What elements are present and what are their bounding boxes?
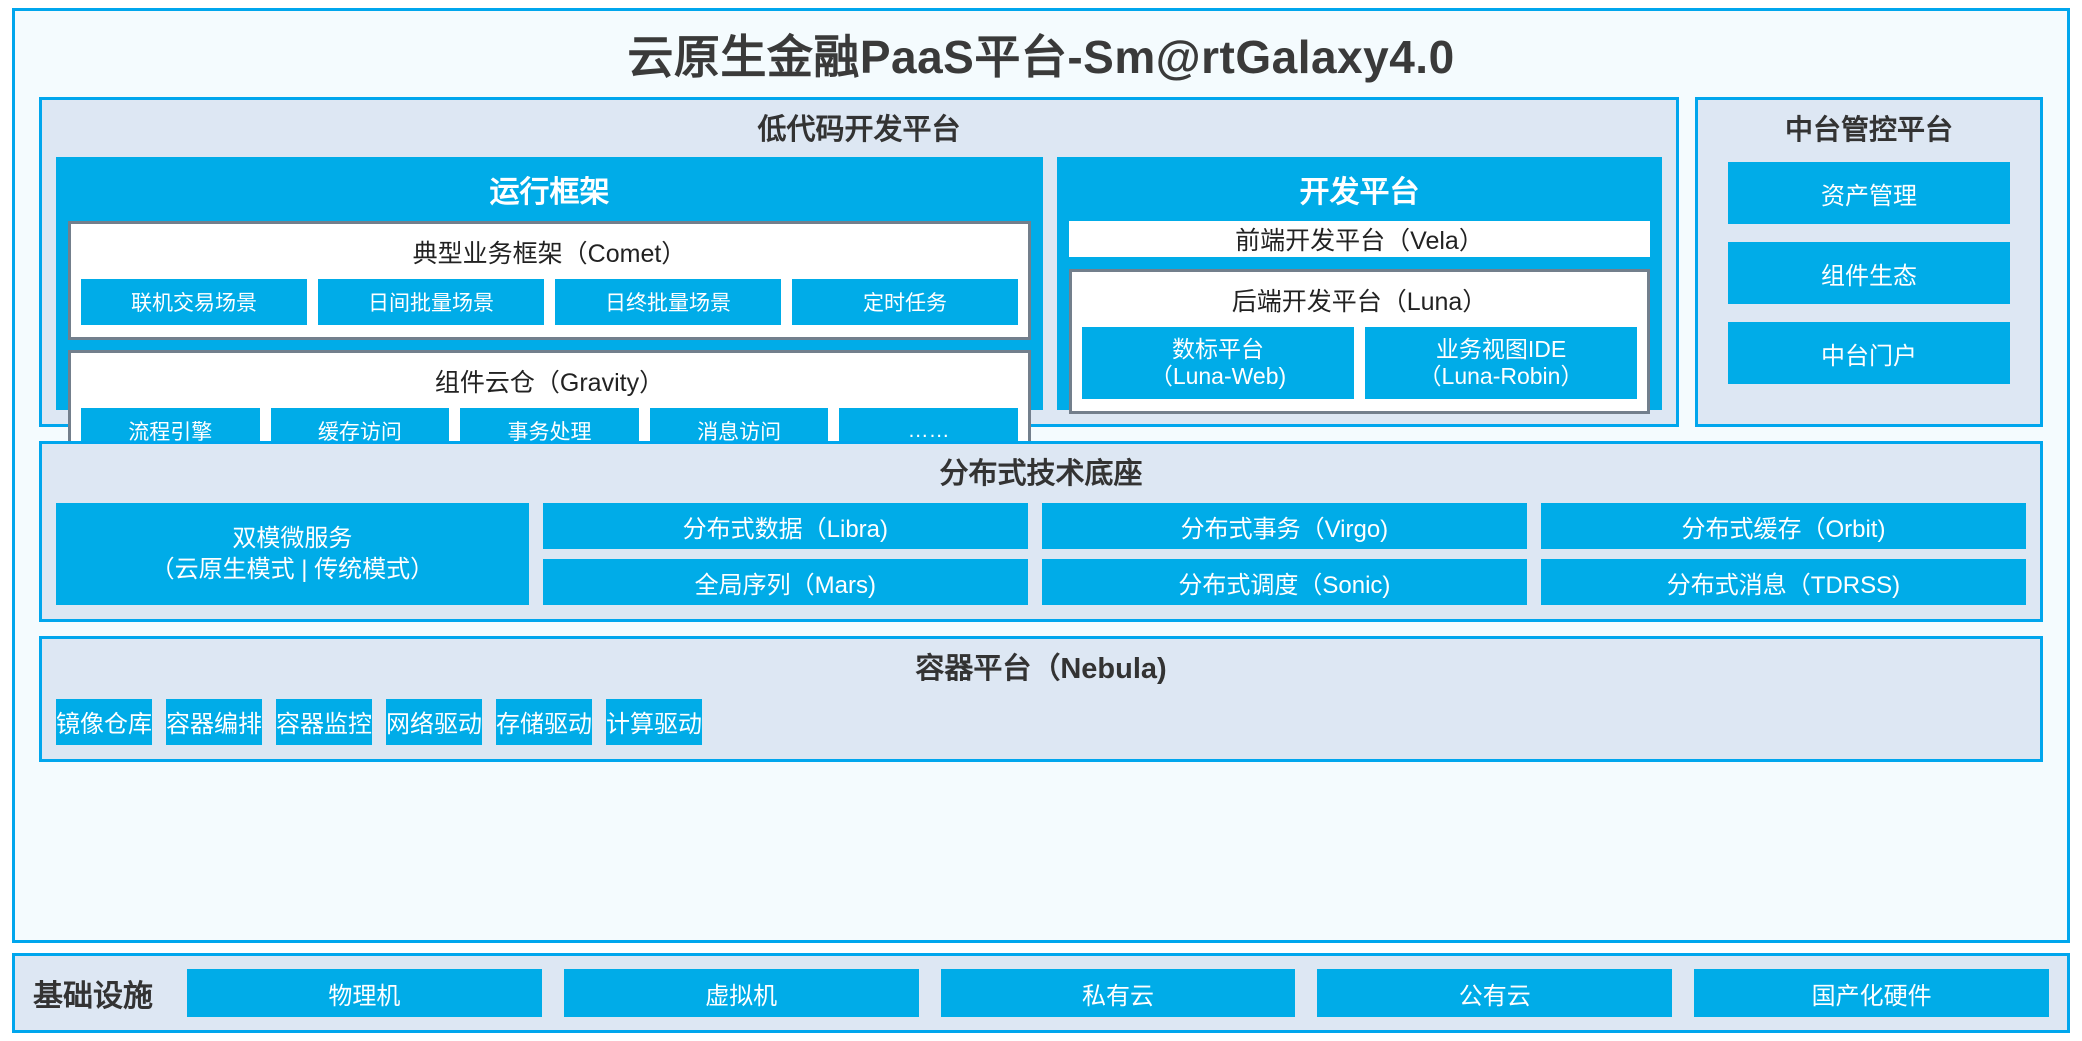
infrastructure-panel: 基础设施 物理机 虚拟机 私有云 公有云 国产化硬件 (12, 953, 2070, 1033)
luna-chip-row: 数标平台 （Luna-Web) 业务视图IDE （Luna-Robin） (1082, 327, 1637, 400)
gravity-group-title: 组件云仓（Gravity） (434, 369, 665, 398)
infra-item-public-cloud[interactable]: 公有云 (1317, 969, 1673, 1017)
lowcode-platform-title: 低代码开发平台 (757, 114, 961, 146)
tile-distributed-cache-orbit[interactable]: 分布式缓存（Orbit) (1540, 503, 2026, 550)
comet-group: 典型业务框架（Comet） 联机交易场景 日间批量场景 日终批量场景 定时任务 (68, 221, 1031, 341)
distributed-base-panel: 分布式技术底座 双模微服务 （云原生模式 | 传统模式） 分布式数据（Libra… (39, 441, 2043, 623)
distributed-base-body: 双模微服务 （云原生模式 | 传统模式） 分布式数据（Libra) 全局序列（M… (56, 501, 2026, 606)
tile-storage-driver[interactable]: 存储驱动 (496, 698, 592, 745)
luna-robin-line2: （Luna-Robin） (1418, 363, 1584, 390)
tile-distributed-scheduling-sonic[interactable]: 分布式调度（Sonic) (1041, 559, 1527, 606)
control-item-portal[interactable]: 中台门户 (1728, 322, 2010, 385)
control-platform-panel: 中台管控平台 资产管理 组件生态 中台门户 (1695, 97, 2043, 427)
infrastructure-items: 物理机 虚拟机 私有云 公有云 国产化硬件 (187, 969, 2049, 1017)
infrastructure-label: 基础设施 (33, 980, 153, 1013)
infra-item-private-cloud[interactable]: 私有云 (940, 969, 1296, 1017)
comet-item-eod-batch[interactable]: 日终批量场景 (555, 279, 781, 326)
infra-item-virtual-machine[interactable]: 虚拟机 (563, 969, 919, 1017)
tile-compute-driver[interactable]: 计算驱动 (606, 698, 702, 745)
distributed-col-microservice: 双模微服务 （云原生模式 | 传统模式） (56, 503, 529, 606)
tile-container-monitoring[interactable]: 容器监控 (276, 698, 372, 745)
container-platform-panel: 容器平台（Nebula) 镜像仓库 容器编排 容器监控 网络驱动 存储驱动 计算… (39, 636, 2043, 762)
distributed-col-1: 分布式数据（Libra) 全局序列（Mars) (542, 503, 1028, 606)
tile-distributed-message-tdrss[interactable]: 分布式消息（TDRSS) (1540, 559, 2026, 606)
tile-distributed-transaction-virgo[interactable]: 分布式事务（Virgo) (1041, 503, 1527, 550)
distributed-col-3: 分布式缓存（Orbit) 分布式消息（TDRSS) (1540, 503, 2026, 606)
dual-mode-line1: 双模微服务 (232, 525, 353, 553)
backend-platform-luna-group: 后端开发平台（Luna） 数标平台 （Luna-Web) 业务视图IDE （Lu… (1069, 269, 1650, 415)
tile-container-orchestration[interactable]: 容器编排 (166, 698, 262, 745)
runtime-framework-box: 运行框架 典型业务框架（Comet） 联机交易场景 日间批量场景 日终批量场景 … (56, 157, 1043, 470)
development-platform-title: 开发平台 (1299, 176, 1420, 210)
comet-group-title: 典型业务框架（Comet） (412, 240, 687, 269)
tile-image-registry[interactable]: 镜像仓库 (56, 698, 152, 745)
tile-network-driver[interactable]: 网络驱动 (386, 698, 482, 745)
development-platform-box: 开发平台 前端开发平台（Vela） 后端开发平台（Luna） 数标平台 （Lun… (1057, 157, 1662, 415)
comet-chip-row: 联机交易场景 日间批量场景 日终批量场景 定时任务 (81, 279, 1018, 326)
control-platform-title: 中台管控平台 (1784, 114, 1953, 145)
backend-platform-luna-title: 后端开发平台（Luna） (1231, 288, 1488, 317)
lowcode-platform-panel: 低代码开发平台 运行框架 典型业务框架（Comet） 联机交易场景 日间批量场景… (39, 97, 1679, 470)
upper-row: 低代码开发平台 运行框架 典型业务框架（Comet） 联机交易场景 日间批量场景… (15, 97, 2067, 470)
infra-item-domestic-hardware[interactable]: 国产化硬件 (1694, 969, 2049, 1017)
comet-item-scheduled-task[interactable]: 定时任务 (792, 279, 1018, 326)
comet-item-online-transaction[interactable]: 联机交易场景 (81, 279, 307, 326)
page-title: 云原生金融PaaS平台-Sm@rtGalaxy4.0 (627, 31, 1455, 83)
luna-robin-line1: 业务视图IDE (1435, 336, 1567, 363)
infra-item-physical-machine[interactable]: 物理机 (187, 969, 542, 1017)
luna-web-line2: （Luna-Web) (1149, 363, 1287, 390)
distributed-col-2: 分布式事务（Virgo) 分布式调度（Sonic) (1041, 503, 1527, 606)
control-item-asset-management[interactable]: 资产管理 (1728, 162, 2010, 225)
tile-global-sequence-mars[interactable]: 全局序列（Mars) (542, 559, 1028, 606)
frontend-platform-vela[interactable]: 前端开发平台（Vela） (1069, 221, 1650, 258)
container-platform-title: 容器平台（Nebula) (915, 653, 1167, 686)
container-platform-body: 镜像仓库 容器编排 容器监控 网络驱动 存储驱动 计算驱动 (56, 697, 2026, 745)
comet-item-intraday-batch[interactable]: 日间批量场景 (318, 279, 544, 326)
control-item-component-ecosystem[interactable]: 组件生态 (1728, 242, 2010, 305)
tile-distributed-data-libra[interactable]: 分布式数据（Libra) (542, 503, 1028, 550)
distributed-base-title: 分布式技术底座 (939, 458, 1143, 490)
luna-item-luna-robin[interactable]: 业务视图IDE （Luna-Robin） (1365, 327, 1637, 400)
dual-mode-line2: （云原生模式 | 传统模式） (150, 556, 435, 584)
runtime-framework-title: 运行框架 (489, 176, 610, 210)
tile-dual-mode-microservice[interactable]: 双模微服务 （云原生模式 | 传统模式） (56, 503, 529, 606)
luna-item-luna-web[interactable]: 数标平台 （Luna-Web) (1082, 327, 1354, 400)
platform-main-frame: 云原生金融PaaS平台-Sm@rtGalaxy4.0 低代码开发平台 运行框架 … (12, 8, 2070, 943)
luna-web-line1: 数标平台 (1172, 336, 1264, 363)
control-platform-list: 资产管理 组件生态 中台门户 (1712, 162, 2026, 385)
